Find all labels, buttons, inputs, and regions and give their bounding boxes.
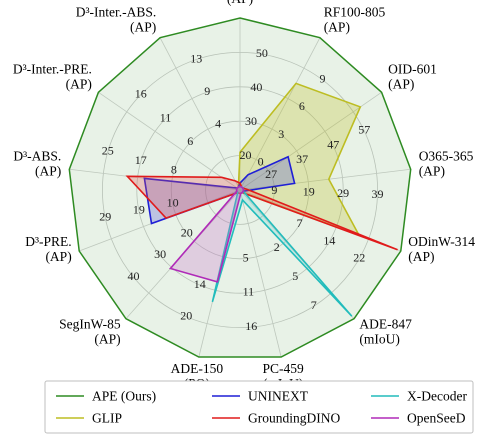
axis-name: D³-ABS. bbox=[13, 148, 61, 163]
legend-label: APE (Ours) bbox=[92, 389, 156, 404]
axis-unit: (AP) bbox=[45, 249, 71, 264]
grid-spoke-3 bbox=[239, 91, 382, 191]
axis-label: D³-PRE.(AP) bbox=[25, 234, 71, 264]
axis-unit: (AP) bbox=[227, 0, 253, 6]
tick-label: 47 bbox=[327, 137, 339, 151]
axis-label: D³-Inter.-PRE.(AP) bbox=[13, 62, 92, 92]
axis-label: ADE-847(mIoU) bbox=[359, 317, 412, 347]
tick-label: 40 bbox=[250, 80, 262, 94]
axis-unit: (AP) bbox=[408, 249, 434, 264]
tick-label: 27 bbox=[265, 167, 277, 181]
tick-label: 29 bbox=[99, 209, 111, 223]
axis-name: ADE-847 bbox=[359, 317, 412, 332]
legend-label: X-Decoder bbox=[407, 389, 467, 404]
axis-unit: (AP) bbox=[388, 77, 414, 92]
tick-label: 16 bbox=[245, 319, 257, 333]
axis-unit: (AP) bbox=[94, 332, 120, 347]
axis-name: RF100-805 bbox=[324, 5, 386, 20]
tick-label: 20 bbox=[240, 148, 252, 162]
tick-label: 0 bbox=[258, 154, 264, 168]
tick-label: 13 bbox=[190, 51, 202, 65]
tick-label: 19 bbox=[303, 184, 315, 198]
grid-spoke-7 bbox=[239, 189, 282, 358]
axis-unit: (mIoU) bbox=[359, 332, 400, 347]
tick-label: 20 bbox=[180, 308, 192, 322]
axis-name: D³-Inter.-PRE. bbox=[13, 62, 92, 77]
tick-label: 29 bbox=[337, 186, 349, 200]
series-ape-ours bbox=[68, 17, 412, 358]
axis-label: O365-365(AP) bbox=[419, 148, 474, 178]
tick-label: 3 bbox=[278, 127, 284, 141]
tick-label: 30 bbox=[245, 114, 257, 128]
tick-label: 30 bbox=[154, 247, 166, 261]
grid-spoke-13 bbox=[159, 37, 241, 191]
grid-spoke-12 bbox=[98, 91, 241, 191]
axis-label-layer: LVIS-1203(AP)RF100-805(AP)OID-601(AP)O36… bbox=[13, 0, 475, 391]
legend-label: UNINEXT bbox=[248, 389, 309, 404]
axis-unit: (AP) bbox=[35, 163, 61, 178]
tick-label: 7 bbox=[311, 298, 317, 312]
tick-label: 11 bbox=[160, 110, 172, 124]
series-layer bbox=[68, 17, 412, 358]
tick-label: 10 bbox=[167, 196, 179, 210]
tick-label: 20 bbox=[181, 225, 193, 239]
tick-label: 19 bbox=[133, 203, 145, 217]
axis-label: OID-601(AP) bbox=[388, 62, 437, 92]
axis-label: ODinW-314(AP) bbox=[408, 234, 475, 264]
tick-label: 6 bbox=[299, 99, 305, 113]
axis-label: LVIS-1203(AP) bbox=[210, 0, 271, 6]
axis-label: D³-Inter.-ABS.(AP) bbox=[76, 5, 157, 35]
tick-label: 16 bbox=[135, 87, 147, 101]
tick-label: 7 bbox=[297, 216, 303, 230]
tick-label: 25 bbox=[102, 144, 114, 158]
axis-unit: (AP) bbox=[419, 163, 445, 178]
tick-label: 14 bbox=[194, 277, 206, 291]
tick-label: 22 bbox=[353, 250, 365, 264]
tick-label: 14 bbox=[323, 233, 335, 247]
axis-name: SegInW-85 bbox=[59, 317, 121, 332]
legend-box bbox=[44, 380, 474, 434]
legend-label: OpenSeeD bbox=[407, 411, 466, 426]
tick-label: 5 bbox=[243, 250, 249, 264]
axis-name: D³-Inter.-ABS. bbox=[76, 5, 157, 20]
axis-label: D³-ABS.(AP) bbox=[13, 148, 61, 178]
tick-label: 2 bbox=[274, 240, 280, 254]
tick-label: 11 bbox=[243, 285, 255, 299]
tick-label: 37 bbox=[296, 152, 308, 166]
tick-label: 5 bbox=[292, 269, 298, 283]
tick-label: 6 bbox=[187, 134, 193, 148]
tick-label: 57 bbox=[358, 123, 370, 137]
axis-name: ADE-150 bbox=[171, 361, 224, 376]
tick-label: 17 bbox=[135, 153, 147, 167]
tick-label: 9 bbox=[271, 183, 277, 197]
grid-spoke-4 bbox=[239, 168, 411, 191]
series-openseed bbox=[168, 185, 245, 283]
tick-label: 4 bbox=[215, 117, 221, 131]
tick-label: 40 bbox=[128, 269, 140, 283]
axis-name: OID-601 bbox=[388, 62, 437, 77]
axis-name: PC-459 bbox=[262, 361, 304, 376]
axis-name: ODinW-314 bbox=[408, 234, 475, 249]
axis-name: D³-PRE. bbox=[25, 234, 71, 249]
axis-unit: (AP) bbox=[130, 20, 156, 35]
tick-label: 50 bbox=[256, 46, 268, 60]
legend: APE (Ours) GLIP UNINEXT GroundingDINO X-Deco… bbox=[44, 380, 474, 434]
axis-name: O365-365 bbox=[419, 148, 474, 163]
axis-unit: (AP) bbox=[324, 20, 350, 35]
legend-label: GLIP bbox=[92, 411, 122, 426]
axis-label: SegInW-85(AP) bbox=[59, 317, 121, 347]
legend-label: GroundingDINO bbox=[248, 411, 340, 426]
grid-spoke-2 bbox=[239, 37, 321, 191]
axis-label: RF100-805(AP) bbox=[324, 5, 386, 35]
tick-label: 39 bbox=[372, 187, 384, 201]
axis-unit: (AP) bbox=[66, 77, 92, 92]
tick-label: 9 bbox=[204, 84, 210, 98]
tick-label: 9 bbox=[320, 72, 326, 86]
tick-label: 8 bbox=[171, 163, 177, 177]
